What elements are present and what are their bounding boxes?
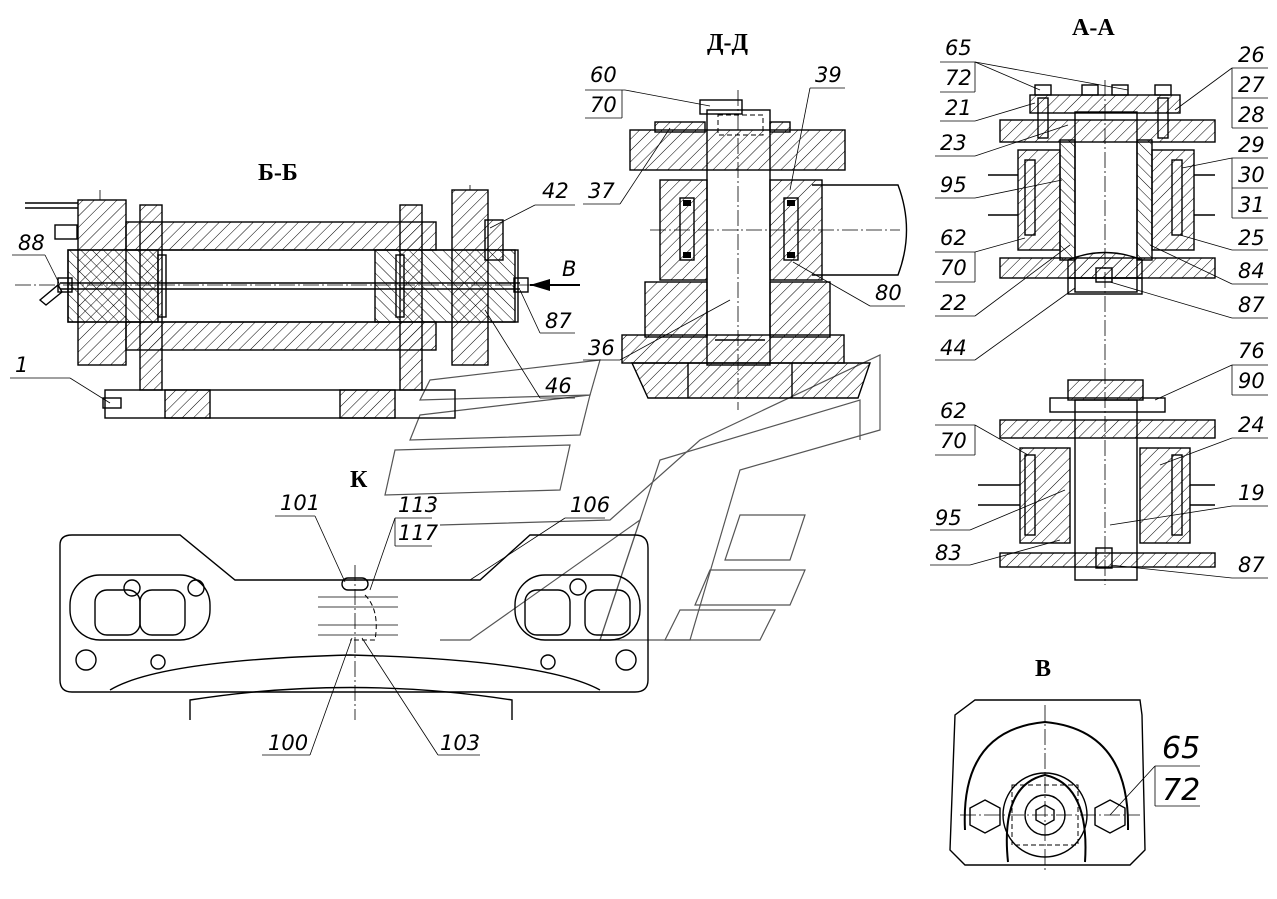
callout-28: 28 <box>1238 103 1265 127</box>
callout-65-v: 65 <box>1162 731 1200 766</box>
view-bb-arrow-label: В <box>562 257 576 281</box>
callout-24: 24 <box>1238 413 1265 437</box>
callout-95-aa-lower: 95 <box>935 506 962 530</box>
callout-29: 29 <box>1238 133 1265 157</box>
callout-60: 60 <box>590 63 617 87</box>
callout-22: 22 <box>940 291 967 315</box>
view-v: В 65 72 <box>949 656 1200 870</box>
view-k: К 101 113 117 106 100 <box>59 467 649 756</box>
callout-87-bb: 87 <box>545 309 572 333</box>
callout-70-dd: 70 <box>590 93 617 117</box>
callout-113: 113 <box>398 493 438 517</box>
callout-70-aa: 70 <box>940 256 967 280</box>
view-v-title: В <box>1035 656 1051 682</box>
callout-46: 46 <box>545 374 572 398</box>
callout-25: 25 <box>1238 226 1265 250</box>
view-aa: А-А <box>930 15 1268 585</box>
callout-101: 101 <box>280 491 320 515</box>
callout-39: 39 <box>815 63 842 87</box>
view-dd: Д-Д 60 70 39 37 80 <box>583 30 908 410</box>
callout-106: 106 <box>570 493 610 517</box>
callout-62-aa-lower: 62 <box>940 399 967 423</box>
watermark-logo <box>384 354 881 641</box>
callout-87-aa-lower: 87 <box>1238 553 1265 577</box>
callout-42: 42 <box>542 179 569 203</box>
callout-70-aa-lower: 70 <box>940 429 967 453</box>
callout-76: 76 <box>1238 339 1265 363</box>
callout-90: 90 <box>1238 369 1265 393</box>
callout-80: 80 <box>875 281 902 305</box>
callout-65-aa: 65 <box>945 36 972 60</box>
callout-31: 31 <box>1238 193 1265 217</box>
callout-72-aa: 72 <box>945 66 972 90</box>
callout-117: 117 <box>398 521 439 545</box>
view-aa-title: А-А <box>1072 15 1115 41</box>
callout-88: 88 <box>18 231 45 255</box>
callout-100: 100 <box>268 731 308 755</box>
view-k-title: К <box>350 467 368 493</box>
callout-23: 23 <box>940 131 967 155</box>
callout-1: 1 <box>15 353 28 377</box>
callout-103: 103 <box>440 731 480 755</box>
callout-37: 37 <box>588 179 615 203</box>
callout-84: 84 <box>1238 259 1265 283</box>
callout-72-v: 72 <box>1162 773 1200 808</box>
callout-62-aa: 62 <box>940 226 967 250</box>
view-bb-title: Б-Б <box>258 160 298 186</box>
view-bb: Б-Б В 8 <box>10 160 580 419</box>
callout-83: 83 <box>935 541 962 565</box>
view-dd-title: Д-Д <box>707 30 749 56</box>
callout-30: 30 <box>1238 163 1265 187</box>
callout-26: 26 <box>1238 43 1265 67</box>
callout-27: 27 <box>1238 73 1265 97</box>
callout-87-aa: 87 <box>1238 293 1265 317</box>
callout-36: 36 <box>588 336 615 360</box>
callout-44: 44 <box>940 336 967 360</box>
callout-95-aa: 95 <box>940 173 967 197</box>
base-plate <box>104 389 456 419</box>
k-plate-outline <box>59 534 649 693</box>
callout-21: 21 <box>945 96 972 120</box>
callout-19: 19 <box>1238 481 1265 505</box>
